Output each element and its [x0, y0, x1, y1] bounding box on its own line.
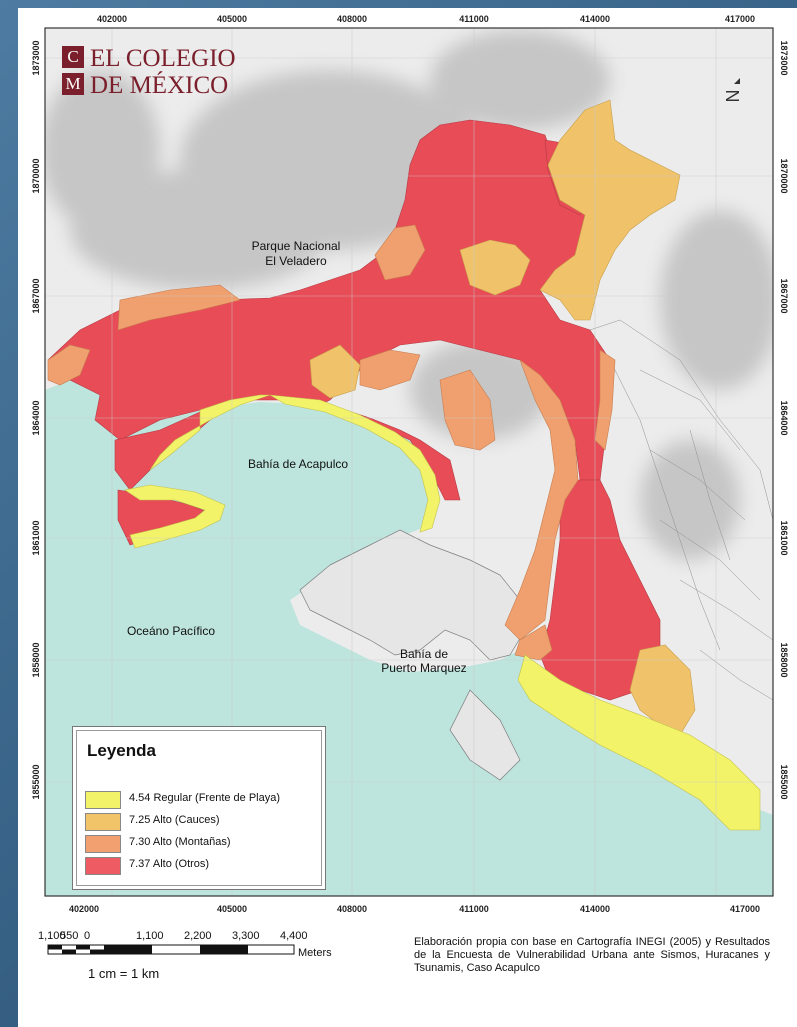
puerto-marquez-land: [449, 689, 521, 781]
legend-swatch: [85, 791, 121, 809]
x-tick-bottom: 405000: [217, 904, 247, 914]
x-tick-top: 408000: [337, 14, 367, 24]
zone-cauces: [309, 99, 696, 736]
scale-label: 0: [84, 930, 91, 942]
x-tick-top: 411000: [459, 14, 489, 24]
x-tick-bottom: 408000: [337, 904, 367, 914]
y-tick-left: 1855000: [31, 764, 41, 799]
x-tick-bottom: 411000: [459, 904, 489, 914]
scale-label: 1,100: [38, 930, 66, 942]
label-parque-nacional: Parque Nacional: [252, 239, 341, 253]
scale-bar: [47, 944, 295, 955]
y-tick-left: 1861000: [31, 520, 41, 555]
legend-label: 7.25 Alto (Cauces): [129, 814, 220, 826]
scale-labels: 1,100 550 0 1,100 2,200 3,300 4,400: [38, 930, 358, 946]
y-tick-left: 1873000: [31, 40, 41, 75]
legend-label: 7.37 Alto (Otros): [129, 858, 210, 870]
legend-swatch: [85, 857, 121, 875]
north-symbol: N: [723, 90, 743, 103]
y-tick-right: 1855000: [779, 764, 789, 799]
y-tick-right: 1861000: [779, 520, 789, 555]
y-tick-left: 1870000: [31, 158, 41, 193]
label-bahia-acapulco: Bahía de Acapulco: [248, 457, 348, 471]
north-arrow-icon: N: [723, 90, 743, 103]
x-tick-top: 414000: [580, 14, 610, 24]
y-tick-left: 1867000: [31, 278, 41, 313]
terrain-shading: [45, 30, 773, 560]
x-ticks-bottom: 402000 405000 408000 411000 414000 41700…: [69, 904, 760, 914]
y-tick-left: 1864000: [31, 400, 41, 435]
y-tick-right: 1864000: [779, 400, 789, 435]
logo-box-m: M: [62, 73, 84, 95]
north-arrow-head-icon: [734, 78, 740, 84]
legend-panel: Leyenda 4.54 Regular (Frente de Playa) 7…: [72, 726, 326, 890]
y-tick-right: 1867000: [779, 278, 789, 313]
scale-label: 550: [60, 930, 79, 942]
x-tick-bottom: 402000: [69, 904, 99, 914]
logo-line2: DE MÉXICO: [90, 72, 229, 99]
logo-line1: EL COLEGIO: [90, 45, 236, 72]
credits-text: Elaboración propia con base en Cartograf…: [414, 936, 770, 974]
logo-box-c: C: [62, 46, 84, 68]
legend-swatch: [85, 835, 121, 853]
label-bahia-de: Bahía de: [400, 647, 448, 661]
scale-label: 3,300: [232, 930, 260, 942]
legend-swatch: [85, 813, 121, 831]
scale-units: Meters: [298, 947, 332, 959]
logo: C M EL COLEGIO DE MÉXICO: [62, 46, 292, 102]
scale-label: 2,200: [184, 930, 212, 942]
y-tick-left: 1858000: [31, 642, 41, 677]
label-oceano-pacifico: Oceáno Pacífico: [127, 624, 215, 638]
legend-label: 4.54 Regular (Frente de Playa): [129, 792, 281, 804]
x-tick-top: 417000: [725, 14, 755, 24]
x-ticks-top: 402000 405000 408000 411000 414000 41700…: [97, 14, 755, 24]
x-tick-top: 402000: [97, 14, 127, 24]
y-ticks-right: 1873000 1870000 1867000 1864000 1861000 …: [779, 40, 789, 799]
street-outlines: [559, 319, 773, 701]
zone-playa: [124, 394, 761, 831]
y-tick-right: 1873000: [779, 40, 789, 75]
scale-label: 4,400: [280, 930, 308, 942]
legend-label: 7.30 Alto (Montañas): [129, 836, 231, 848]
label-el-veladero: El Veladero: [265, 254, 327, 268]
x-tick-bottom: 414000: [580, 904, 610, 914]
legend-title: Leyenda: [87, 741, 156, 760]
map-border: [44, 27, 774, 897]
y-tick-right: 1870000: [779, 158, 789, 193]
scale-label: 1,100: [136, 930, 164, 942]
x-tick-top: 405000: [217, 14, 247, 24]
x-tick-bottom: 417000: [730, 904, 760, 914]
label-puerto-marquez: Puerto Marquez: [381, 661, 466, 675]
y-tick-right: 1858000: [779, 642, 789, 677]
y-ticks-left: 1873000 1870000 1867000 1864000 1861000 …: [31, 40, 41, 799]
scale-ratio: 1 cm = 1 km: [88, 966, 160, 981]
